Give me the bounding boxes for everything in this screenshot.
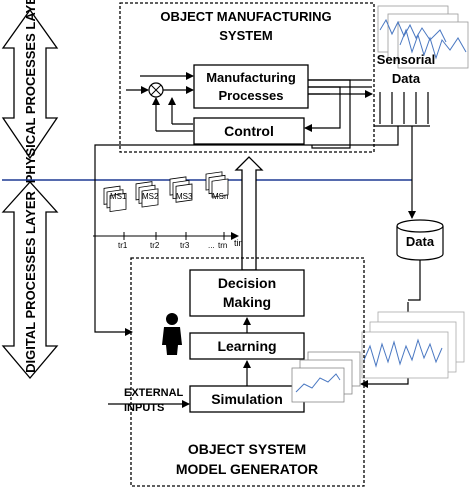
timeline-axis-label: tim [234, 238, 246, 248]
decision-to-control-arrow [234, 156, 264, 271]
machine-state-label: MS2 [142, 192, 159, 201]
timeline-tick-label: tr2 [150, 241, 160, 250]
sensorial-chart-thumbnails [377, 5, 469, 69]
control-label: Control [224, 123, 274, 139]
machine-state-frame [141, 188, 159, 208]
data-store-cylinder [396, 219, 444, 261]
person-icon [162, 313, 182, 355]
system-title-line1: OBJECT MANUFACTURING [160, 9, 331, 24]
machine-state-frame [175, 183, 193, 203]
system-title-line2: SYSTEM [219, 28, 272, 43]
manufacturing-processes-box [193, 64, 309, 109]
timeline-tick-label: trn [218, 241, 227, 250]
simulation-label: Simulation [211, 391, 283, 407]
sensorial-label: Sensorial [377, 52, 436, 67]
physical-layer-label: PHYSICAL PROCESSES LAYER [23, 0, 38, 183]
decision-label-line1: Decision [218, 275, 276, 291]
generator-title-line1: OBJECT SYSTEM [188, 441, 306, 457]
simulation-result-thumbnails [291, 351, 361, 403]
digital-layer-arrow [1, 181, 59, 380]
machine-state-frame [109, 192, 127, 212]
data-chart-thumbnails [361, 311, 465, 379]
generator-title-line2: MODEL GENERATOR [176, 461, 318, 477]
physical-layer-arrow [1, 8, 59, 160]
sensor-collection-lines [94, 92, 430, 336]
machine-state-label: MSn [212, 192, 228, 201]
generator-flow-arrows [108, 317, 251, 408]
timeline-tick-label: tr3 [180, 241, 190, 250]
model-generator-box [130, 257, 365, 487]
digital-layer-label: DIGITAL PROCESSES LAYER [23, 190, 38, 372]
sensorial-data-label: Data [392, 71, 421, 86]
data-to-charts-line [408, 260, 421, 301]
manufacturing-label-line2: Processes [218, 88, 283, 103]
decision-making-box [189, 269, 305, 317]
object-manufacturing-system-box [119, 2, 375, 153]
external-inputs-line1: EXTERNAL [124, 387, 184, 399]
machine-state-label: MS3 [176, 192, 193, 201]
external-inputs-line2: INPUTS [124, 402, 164, 414]
manufacturing-label-line1: Manufacturing [206, 70, 296, 85]
top-system-connectors [126, 72, 373, 149]
machine-state-snapshots: MS1 MS2 MS3 MSn tr1 tr2 tr3...trn [103, 171, 229, 250]
machine-state-frame [211, 178, 229, 198]
timeline-tick-label: ... [208, 241, 215, 250]
timeline-axis [93, 232, 239, 240]
control-box [193, 117, 305, 145]
learning-box [189, 332, 305, 360]
data-store-label: Data [406, 234, 435, 249]
summing-junction [148, 82, 164, 98]
timeline-tick-label: tr1 [118, 241, 128, 250]
decision-label-line2: Making [223, 294, 271, 310]
learning-label: Learning [217, 338, 276, 354]
machine-state-label: MS1 [110, 192, 127, 201]
